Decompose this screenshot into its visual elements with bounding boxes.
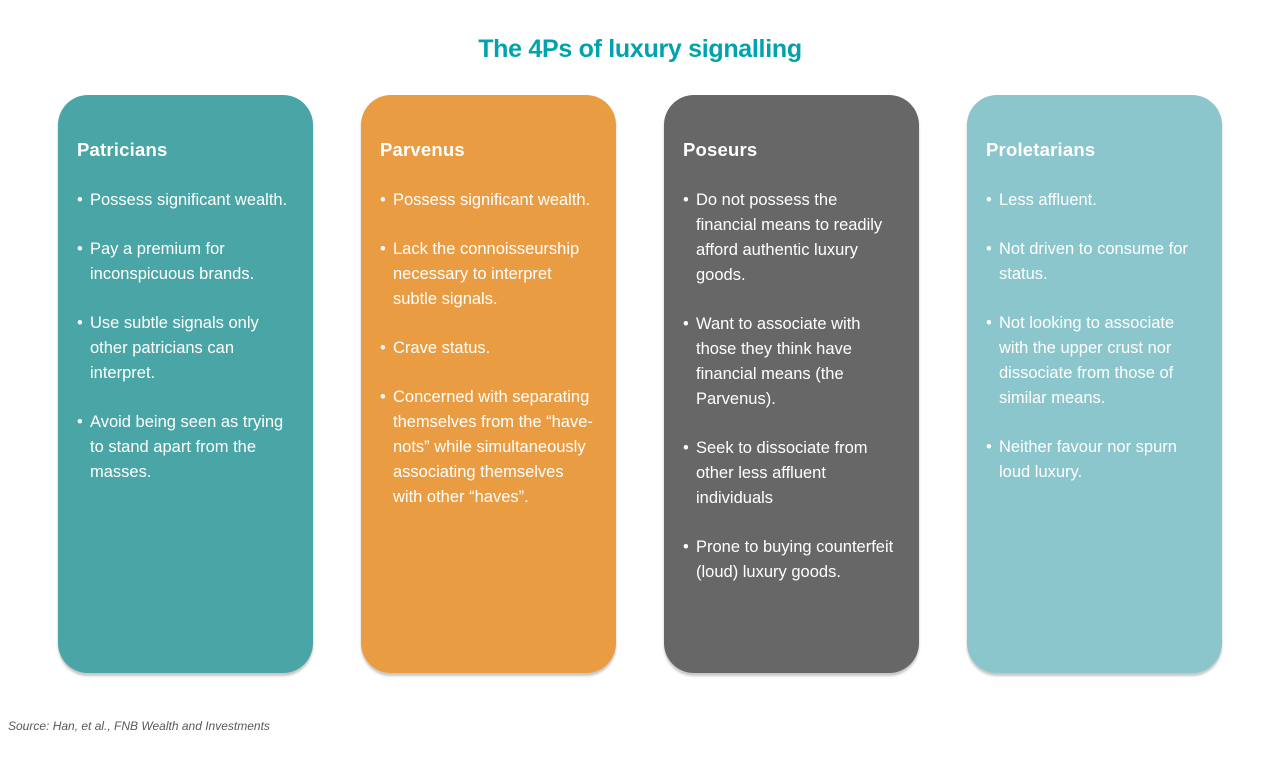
bullet-item: Less affluent. bbox=[986, 188, 1203, 213]
bullet-item: Not driven to consume for status. bbox=[986, 237, 1203, 287]
card-parvenus-bullet-list: Possess significant wealth. Lack the con… bbox=[380, 188, 597, 510]
card-patricians-heading: Patricians bbox=[77, 139, 168, 160]
card-patricians: Patricians Possess significant wealth. P… bbox=[58, 95, 313, 673]
card-parvenus: Parvenus Possess significant wealth. Lac… bbox=[361, 95, 616, 673]
bullet-item: Avoid being seen as trying to stand apar… bbox=[77, 410, 294, 485]
cards-row: Patricians Possess significant wealth. P… bbox=[58, 95, 1222, 673]
bullet-item: Neither favour nor spurn loud luxury. bbox=[986, 435, 1203, 485]
bullet-item: Concerned with separating themselves fro… bbox=[380, 385, 597, 510]
bullet-item: Prone to buying counterfeit (loud) luxur… bbox=[683, 535, 900, 585]
card-poseurs: Poseurs Do not possess the financial mea… bbox=[664, 95, 919, 673]
card-proletarians: Proletarians Less affluent. Not driven t… bbox=[967, 95, 1222, 673]
bullet-item: Lack the connoisseurship necessary to in… bbox=[380, 237, 597, 312]
card-proletarians-bullet-list: Less affluent. Not driven to consume for… bbox=[986, 188, 1203, 485]
card-poseurs-bullet-list: Do not possess the financial means to re… bbox=[683, 188, 900, 585]
bullet-item: Possess significant wealth. bbox=[77, 188, 294, 213]
card-patricians-bullet-list: Possess significant wealth. Pay a premiu… bbox=[77, 188, 294, 485]
card-parvenus-heading: Parvenus bbox=[380, 139, 465, 160]
bullet-item: Want to associate with those they think … bbox=[683, 312, 900, 412]
bullet-item: Seek to dissociate from other less afflu… bbox=[683, 436, 900, 511]
card-poseurs-heading: Poseurs bbox=[683, 139, 758, 160]
bullet-item: Use subtle signals only other patricians… bbox=[77, 311, 294, 386]
bullet-item: Pay a premium for inconspicuous brands. bbox=[77, 237, 294, 287]
bullet-item: Not looking to associate with the upper … bbox=[986, 311, 1203, 411]
source-attribution: Source: Han, et al., FNB Wealth and Inve… bbox=[8, 719, 270, 733]
bullet-item: Possess significant wealth. bbox=[380, 188, 597, 213]
card-proletarians-heading: Proletarians bbox=[986, 139, 1096, 160]
bullet-item: Crave status. bbox=[380, 336, 597, 361]
page-title: The 4Ps of luxury signalling bbox=[478, 34, 802, 63]
bullet-item: Do not possess the financial means to re… bbox=[683, 188, 900, 288]
